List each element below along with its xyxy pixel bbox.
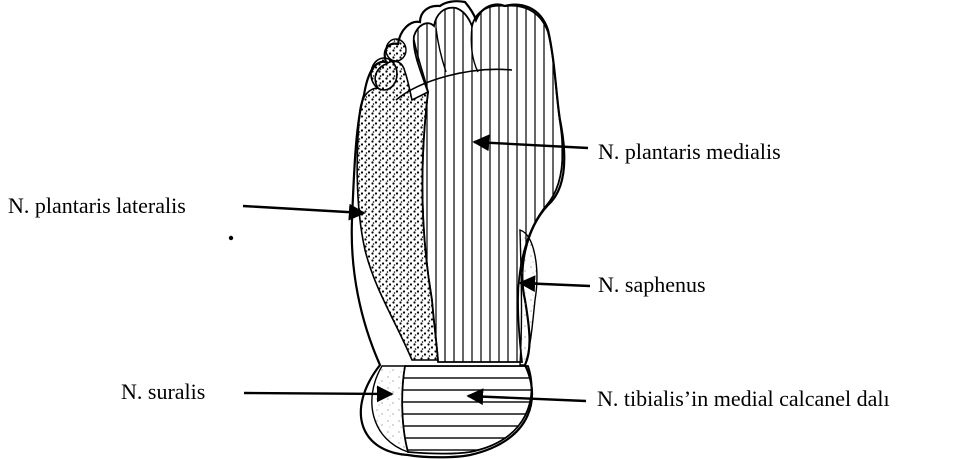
label-suralis: N. suralis [121, 379, 205, 404]
calcaneal-branch-region [402, 366, 531, 454]
label-plantaris-lateralis: N. plantaris lateralis [8, 193, 186, 218]
fifth-toe [371, 58, 397, 90]
foot-illustration [352, 1, 564, 457]
stray-dot [229, 236, 233, 240]
fourth-toe [386, 39, 406, 61]
label-saphenus: N. saphenus [598, 272, 706, 297]
plantaris-medialis-region [414, 6, 563, 362]
label-plantaris-medialis: N. plantaris medialis [598, 139, 781, 164]
label-tibialis-calcaneal: N. tibialis’in medial calcanel dalı [597, 386, 890, 411]
arrow-plantaris-lateralis [243, 206, 364, 213]
arrow-suralis [244, 393, 392, 394]
